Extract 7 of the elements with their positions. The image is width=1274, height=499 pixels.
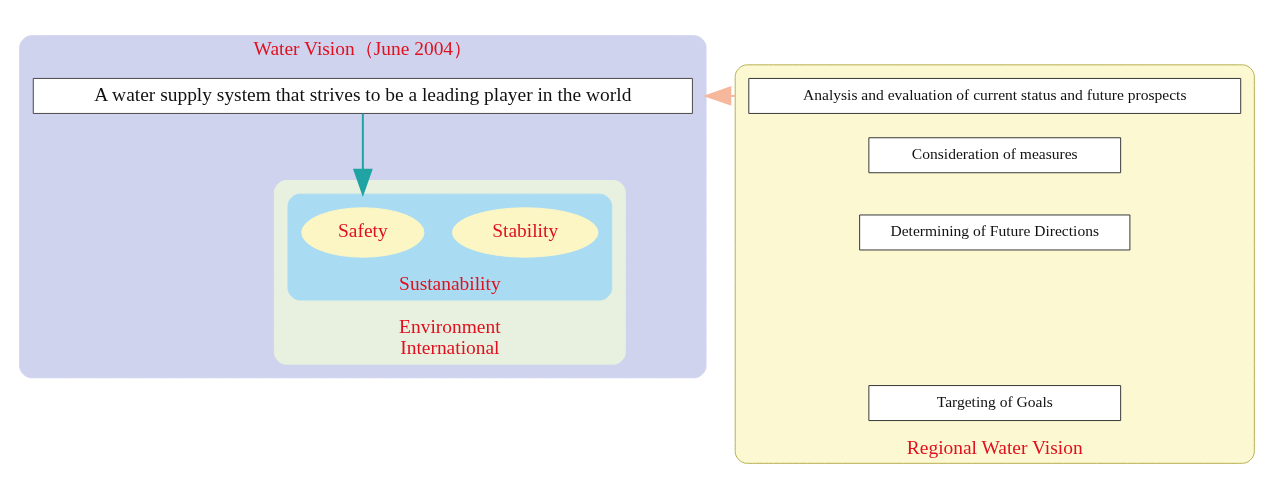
node-box: A water supply system that strives to be a leading player in the world — [32, 77, 693, 114]
node-box: Determining of Future Directions — [859, 214, 1131, 251]
node-box: Targeting of Goals — [868, 385, 1122, 422]
node-ellipse: Stability — [451, 207, 599, 258]
node-box: Analysis and evaluation of current status and future prospects — [748, 77, 1242, 114]
node-box: Consideration of measures — [868, 137, 1122, 174]
node-ellipse: Safety — [301, 207, 425, 258]
